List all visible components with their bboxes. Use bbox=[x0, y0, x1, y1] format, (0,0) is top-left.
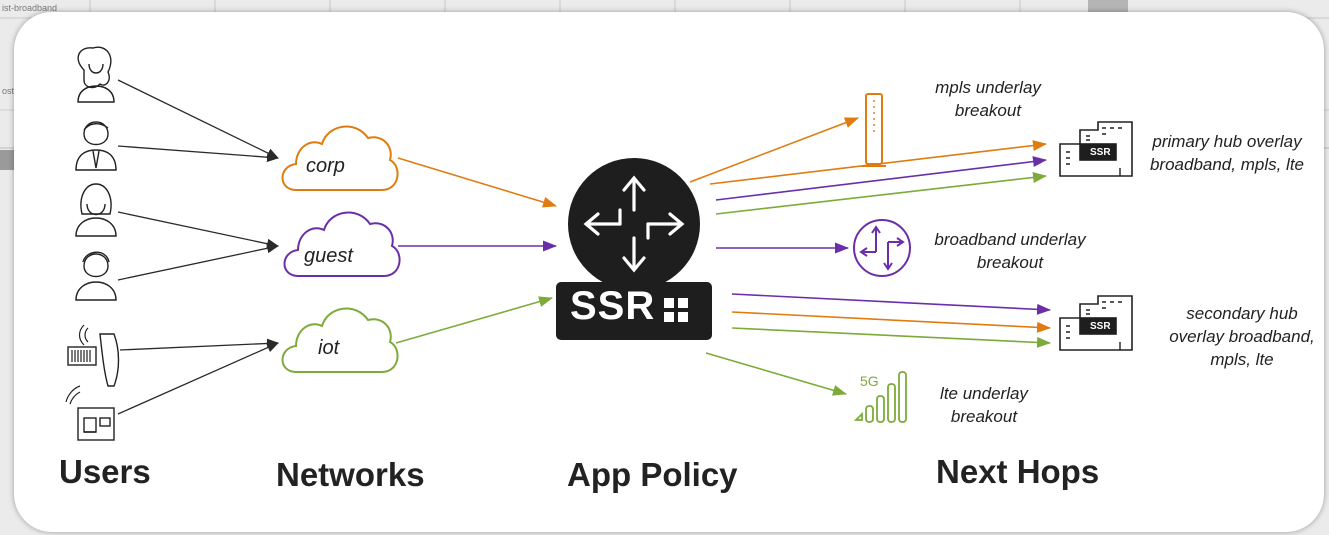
to-secondary-hub-green-arrow bbox=[731, 327, 1051, 348]
lte-underlay-label: lte underlay breakout bbox=[914, 382, 1054, 428]
background-snippet: ost bbox=[2, 86, 15, 96]
lte-underlay-line-1: lte underlay bbox=[940, 384, 1028, 403]
primary-hub-label: primary hub overlay broadband, mpls, lte bbox=[1132, 130, 1322, 176]
primary-hub-line-2: broadband, mpls, lte bbox=[1149, 155, 1305, 174]
secondary-hub-line-1: secondary hub bbox=[1186, 304, 1298, 323]
user-woman-longhair-icon bbox=[75, 183, 117, 237]
column-title-users: Users bbox=[59, 453, 151, 490]
network-label-iot: iot bbox=[318, 337, 340, 359]
router-icon bbox=[556, 158, 712, 340]
lte-signal-icon bbox=[853, 371, 907, 423]
column-title-app-policy: App Policy bbox=[567, 456, 738, 493]
secondary-hub-badge: SSR bbox=[1090, 321, 1111, 332]
user-to-network-arrows bbox=[117, 79, 279, 415]
iot-cloud-icon bbox=[281, 307, 399, 373]
mpls-modem-icon bbox=[862, 93, 886, 167]
secondary-hub-building-icon bbox=[1059, 295, 1133, 351]
diagram-canvas bbox=[65, 46, 1133, 441]
network-label-guest: guest bbox=[304, 245, 353, 267]
to-primary-hub-purple-arrow bbox=[715, 156, 1047, 201]
router-badge-label: SSR bbox=[570, 284, 656, 328]
column-title-next-hops: Next Hops bbox=[936, 453, 1100, 490]
broadband-underlay-label: broadband underlay breakout bbox=[910, 228, 1110, 274]
guest-cloud-icon bbox=[283, 211, 401, 277]
user-woman-curly-icon bbox=[77, 46, 115, 103]
broadband-underlay-line-1: broadband underlay bbox=[934, 230, 1086, 249]
broadband-router-icon bbox=[853, 219, 911, 277]
primary-hub-building-icon bbox=[1059, 121, 1133, 177]
to-lte-underlay-arrow bbox=[705, 352, 847, 396]
user-businessman-icon bbox=[75, 121, 117, 171]
mpls-underlay-label: mpls underlay breakout bbox=[898, 76, 1078, 122]
to-secondary-hub-orange-arrow bbox=[731, 311, 1051, 333]
diagram-card: corp guest iot SSR SSR SSR 5G mpls under… bbox=[14, 12, 1324, 532]
secondary-hub-line-2: overlay broadband, bbox=[1169, 327, 1315, 346]
to-mpls-underlay-arrow bbox=[689, 117, 859, 183]
primary-hub-line-1: primary hub overlay bbox=[1152, 132, 1302, 151]
user-man-icon bbox=[75, 251, 117, 301]
column-title-networks: Networks bbox=[276, 456, 425, 493]
network-label-corp: corp bbox=[306, 155, 345, 177]
lte-5g-label: 5G bbox=[860, 373, 879, 389]
primary-hub-badge: SSR bbox=[1090, 147, 1111, 158]
lte-underlay-line-2: breakout bbox=[950, 407, 1018, 426]
corp-cloud-icon bbox=[281, 125, 399, 191]
coffee-machine-iot-icon bbox=[65, 385, 115, 441]
secondary-hub-line-3: mpls, lte bbox=[1210, 350, 1274, 369]
mpls-underlay-line-2: breakout bbox=[954, 101, 1022, 120]
corp-to-router-arrow bbox=[397, 157, 557, 208]
background-snippet: ist-broadband bbox=[2, 3, 58, 13]
iot-to-router-arrow bbox=[395, 296, 553, 344]
mpls-underlay-line-1: mpls underlay bbox=[935, 78, 1041, 97]
to-secondary-hub-purple-arrow bbox=[731, 293, 1051, 315]
secondary-hub-label: secondary hub overlay broadband, mpls, l… bbox=[1152, 302, 1324, 371]
to-primary-hub-green-arrow bbox=[715, 172, 1047, 215]
barcode-scanner-icon bbox=[67, 324, 120, 387]
broadband-underlay-line-2: breakout bbox=[976, 253, 1044, 272]
